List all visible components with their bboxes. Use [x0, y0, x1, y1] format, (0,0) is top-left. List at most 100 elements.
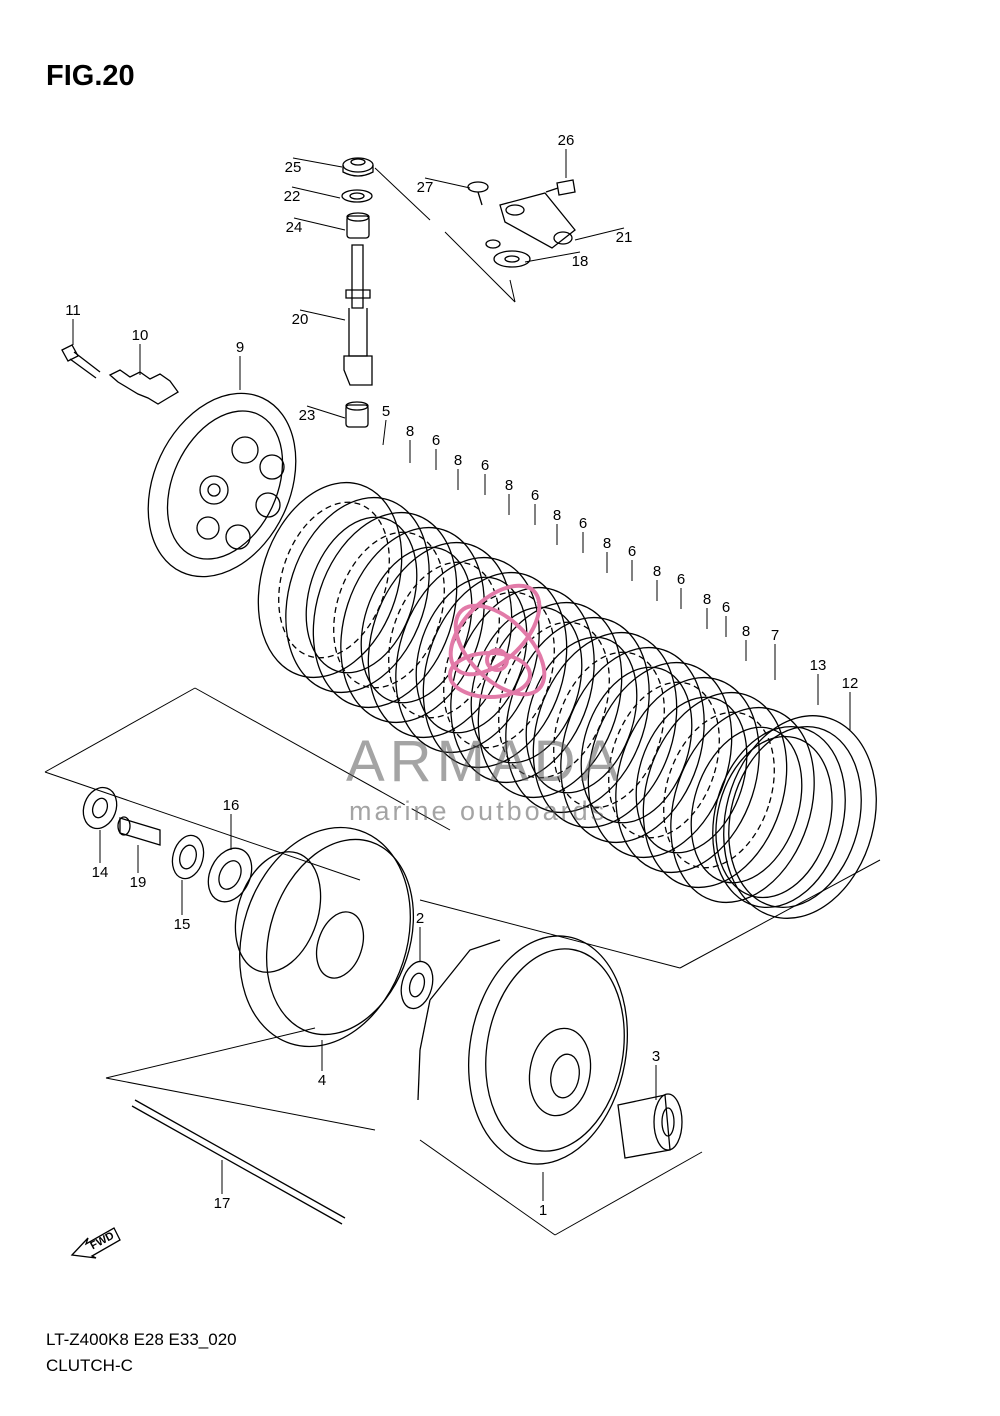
callout-leaders [72, 149, 851, 1201]
clutch-sleeve-hub [234, 826, 415, 1048]
plate-inner-edge [635, 696, 748, 854]
callout-8: 8 [742, 623, 750, 640]
primary-driven-gear [417, 935, 629, 1165]
friction-plate [587, 661, 733, 859]
driven-plate [670, 706, 815, 904]
leader-18 [524, 251, 581, 263]
callout-26: 26 [558, 132, 575, 149]
leader-24 [293, 217, 346, 231]
callout-8: 8 [553, 507, 561, 524]
model-code: LT-Z400K8 E28 E33_020 [46, 1330, 237, 1349]
callout-6: 6 [628, 543, 636, 560]
watermark-brand: ARMADA [346, 729, 625, 794]
callout-22: 22 [284, 188, 301, 205]
callout-11: 11 [65, 302, 81, 319]
plate-inner-edge [305, 516, 418, 674]
callout-16: 16 [223, 797, 240, 814]
callout-8: 8 [454, 452, 462, 469]
plate-inner-edge [415, 576, 528, 734]
assembly-leader-lines [44, 167, 881, 1236]
callout-1: 1 [539, 1202, 547, 1219]
callout-3: 3 [652, 1048, 660, 1065]
callout-21: 21 [616, 229, 633, 246]
callout-9: 9 [236, 339, 244, 356]
driven-plate [615, 676, 760, 874]
leader-22 [291, 186, 341, 199]
plate-inner-edge [608, 681, 720, 839]
callout-13: 13 [810, 657, 827, 674]
callout-labels: 1234567891011121314151617181920212223242… [65, 132, 858, 1219]
callout-25: 25 [285, 159, 302, 176]
callout-6: 6 [481, 457, 489, 474]
pressure-plate [147, 392, 297, 578]
push-rod [131, 1099, 346, 1225]
callout-15: 15 [174, 916, 191, 933]
callout-7: 7 [771, 627, 779, 644]
figure-label: FIG.20 [46, 60, 135, 92]
plate-inner-edge [360, 546, 473, 704]
driven-plate [560, 646, 705, 844]
leader-23 [306, 405, 346, 419]
callout-8: 8 [603, 535, 611, 552]
fwd-label: FWD [88, 1230, 116, 1252]
friction-plate [532, 631, 678, 829]
callout-8: 8 [703, 591, 711, 608]
release-lever-assembly [467, 179, 576, 268]
friction-plate [257, 481, 403, 679]
callout-6: 6 [722, 599, 730, 616]
callout-20: 20 [292, 311, 309, 328]
plate-inner-edge [553, 651, 665, 809]
bolt-and-spring [61, 344, 179, 405]
release-shaft-assembly [341, 157, 374, 428]
leader-25 [292, 157, 343, 168]
callout-27: 27 [417, 179, 434, 196]
plate-inner-edge [388, 561, 500, 719]
watermark-tagline: marine outboards [349, 796, 608, 826]
thrust-washer [400, 960, 434, 1010]
callout-4: 4 [318, 1072, 326, 1089]
bearing-and-washers [82, 786, 253, 903]
fwd-arrow-icon [70, 1227, 121, 1259]
callout-19: 19 [130, 874, 147, 891]
callout-12: 12 [842, 675, 859, 692]
spacer [617, 1093, 683, 1159]
callout-8: 8 [406, 423, 414, 440]
callout-10: 10 [132, 327, 149, 344]
callout-6: 6 [432, 432, 440, 449]
plate-inner-edge [498, 621, 610, 779]
spring-seat-rings [712, 715, 877, 919]
callout-2: 2 [416, 910, 424, 927]
leader-27 [424, 177, 471, 189]
friction-plate [422, 571, 568, 769]
plate-inner-edge [333, 531, 445, 689]
plate-inner-edge [580, 666, 693, 824]
watermark-logo-icon [448, 583, 547, 699]
friction-plate [312, 511, 458, 709]
plate-inner-edge [690, 726, 803, 884]
driven-plate [285, 496, 430, 694]
section-name: CLUTCH-C [46, 1356, 133, 1375]
driven-plate [395, 556, 540, 754]
friction-plate [642, 691, 788, 889]
callout-6: 6 [579, 515, 587, 532]
callout-8: 8 [505, 477, 513, 494]
callout-17: 17 [214, 1195, 231, 1212]
driven-plate [340, 526, 485, 724]
leader-20 [299, 309, 346, 321]
plate-inner-edge [525, 636, 638, 794]
leader-21 [574, 227, 625, 241]
callout-6: 6 [677, 571, 685, 588]
callout-8: 8 [653, 563, 661, 580]
callout-5: 5 [382, 403, 390, 420]
plate-inner-edge [663, 711, 775, 869]
callout-23: 23 [299, 407, 316, 424]
callout-6: 6 [531, 487, 539, 504]
plate-inner-edge [443, 591, 555, 749]
plate-inner-edge [278, 501, 390, 659]
callout-14: 14 [92, 864, 109, 881]
callout-24: 24 [286, 219, 303, 236]
leader-5 [382, 419, 387, 446]
callout-18: 18 [572, 253, 589, 270]
